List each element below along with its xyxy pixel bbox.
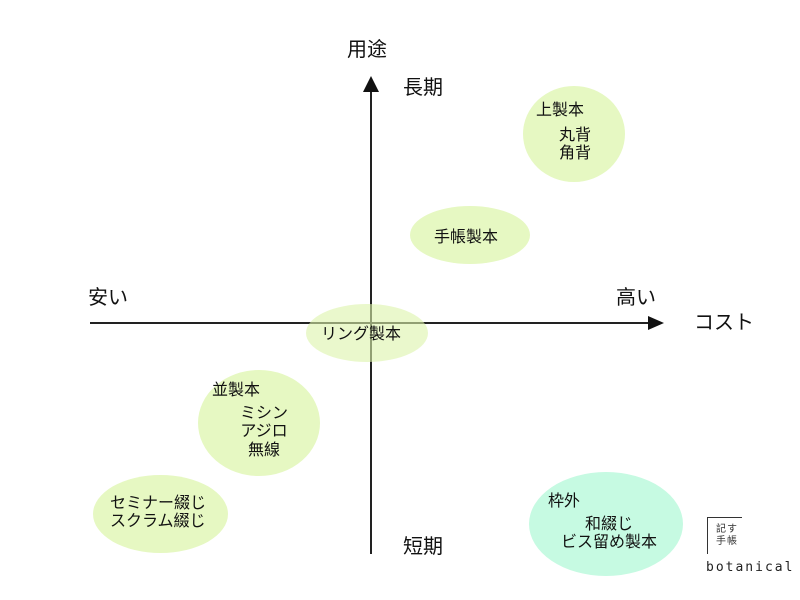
group-item: 無線 bbox=[247, 439, 280, 459]
logo-mark-line1: 記す bbox=[716, 524, 738, 535]
group-items-jouseihon: 丸背 角背 bbox=[559, 125, 592, 163]
group-item: 和綴じ bbox=[584, 514, 633, 533]
group-title-techou: 手帳製本 bbox=[434, 227, 499, 246]
group-title-wakugai: 枠外 bbox=[548, 491, 581, 510]
x-axis-right-label: 高い bbox=[616, 285, 656, 309]
logo-text: botanical bbox=[706, 560, 795, 575]
ellipse-wakugai bbox=[529, 472, 683, 576]
group-item: セミナー綴じ bbox=[110, 493, 207, 512]
group-item: スクラム綴じ bbox=[110, 511, 206, 531]
logo-frame bbox=[707, 517, 742, 554]
group-item: アジロ bbox=[240, 421, 288, 441]
group-item: 丸背 bbox=[559, 125, 592, 144]
group-items-namiseihon: ミシン アジロ 無線 bbox=[236, 403, 292, 459]
group-title-jouseihon: 上製本 bbox=[536, 100, 585, 119]
group-title-namiseihon: 並製本 bbox=[212, 380, 261, 399]
x-axis-arrow-icon bbox=[648, 316, 664, 330]
ellipse-ring bbox=[306, 304, 428, 362]
logo-mark-line2: 手帳 bbox=[716, 535, 738, 547]
ellipse-techou bbox=[410, 206, 530, 264]
y-axis-top-label: 長期 bbox=[403, 75, 443, 99]
ellipse-jouseihon bbox=[523, 86, 625, 182]
y-axis-title: 用途 bbox=[347, 37, 387, 61]
y-axis-arrow-icon bbox=[363, 76, 379, 92]
group-item: 角背 bbox=[559, 143, 592, 163]
group-items-wakugai: 和綴じ ビス留め製本 bbox=[556, 514, 662, 552]
x-axis-left-label: 安い bbox=[88, 285, 128, 309]
x-axis-title: コスト bbox=[694, 310, 754, 334]
logo-mark: 記す 手帳 bbox=[716, 524, 738, 547]
y-axis-bottom-label: 短期 bbox=[403, 534, 443, 558]
group-title-ring: リング製本 bbox=[321, 324, 402, 343]
group-item: ミシン bbox=[239, 403, 288, 422]
group-items-seminar: セミナー綴じ スクラム綴じ bbox=[110, 493, 207, 531]
ellipse-seminar bbox=[93, 475, 228, 553]
ellipse-namiseihon bbox=[198, 370, 320, 476]
group-item: ビス留め製本 bbox=[560, 532, 657, 552]
